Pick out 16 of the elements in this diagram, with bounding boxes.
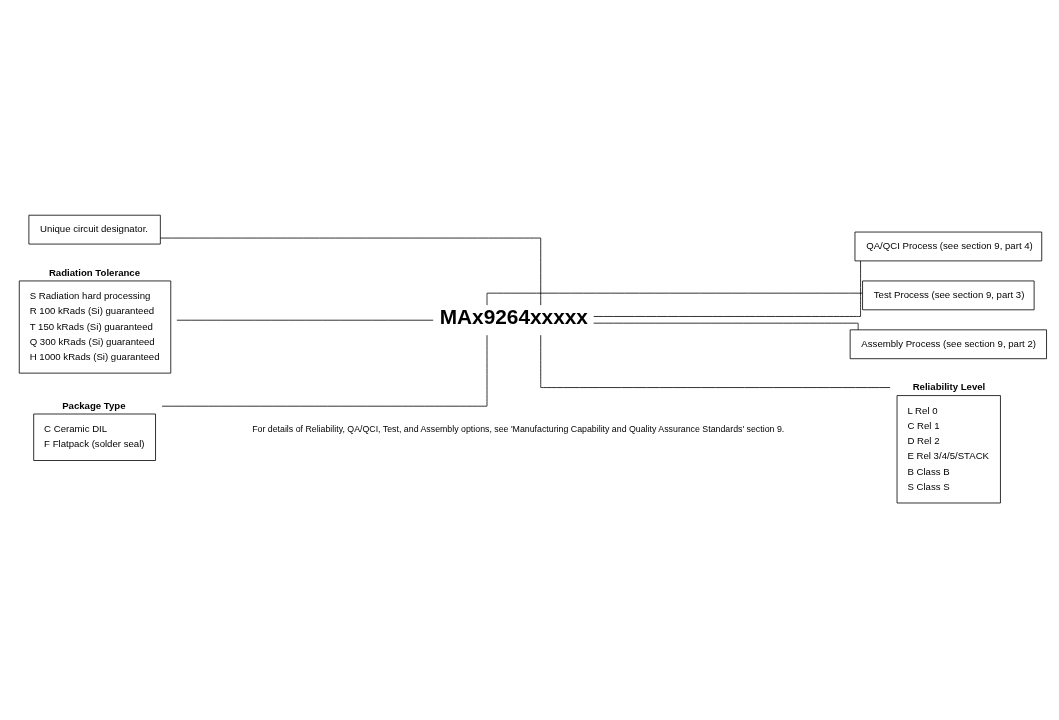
node-box: QA/QCI Process (see section 9, part 4) xyxy=(854,231,1043,261)
connector xyxy=(540,334,891,388)
node-box: Test Process (see section 9, part 3) xyxy=(862,280,1035,310)
node-box: Assembly Process (see section 9, part 2) xyxy=(849,328,1047,359)
node-text: MAx9264xxxxx xyxy=(439,304,588,328)
node-box: S Radiation hard processing R 100 kRads (Si) guaranteed T 150 kRads (Si) guaranteed Q 300 kRads (Si) guaranteed H 1000 kRads (Si) guaranteed xyxy=(18,280,172,374)
node-label: Radiation Tolerance xyxy=(48,266,141,278)
node-label: Reliability Level xyxy=(912,380,986,392)
node-box: Unique circuit designator. xyxy=(28,214,161,244)
connector xyxy=(160,237,542,306)
node-label: Package Type xyxy=(62,399,126,411)
connector xyxy=(593,322,859,330)
label: For details of Reliability, QA/QCI, Test, and Assembly options, see 'Manufacturing Capability and Quality Assurance Standards' section 9. xyxy=(252,423,785,434)
node-box: L Rel 0 C Rel 1 D Rel 2 E Rel 3/4/5/STACK B Class B S Class S xyxy=(896,394,1001,503)
node-box: C Ceramic DIL F Flatpack (solder seal) xyxy=(33,413,156,461)
connector xyxy=(593,260,861,317)
